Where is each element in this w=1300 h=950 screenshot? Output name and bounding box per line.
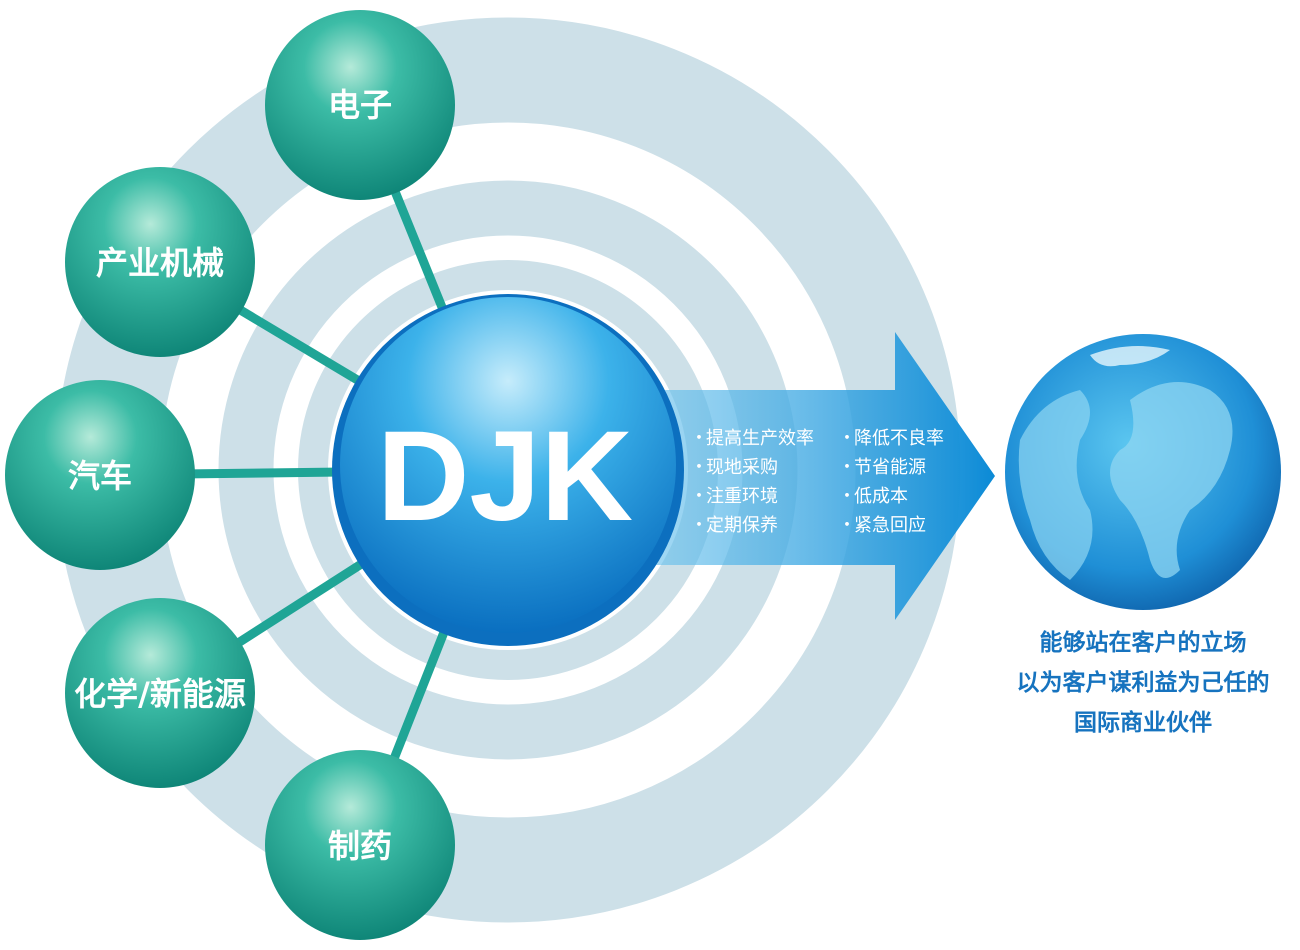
bullet: ・ xyxy=(690,428,708,449)
industry-electronics: 电子 xyxy=(265,10,455,200)
bullet: ・ xyxy=(838,515,856,536)
benefit: 节省能源 xyxy=(854,457,926,478)
globe-icon xyxy=(1005,334,1281,610)
industry-pharma: 制药 xyxy=(265,750,455,940)
bullet: ・ xyxy=(690,515,708,536)
benefit: 提高生产效率 xyxy=(706,428,814,449)
center-sphere: DJK xyxy=(332,294,684,646)
industry-label: 产业机械 xyxy=(96,244,224,282)
bullet: ・ xyxy=(690,457,708,478)
industry-automotive: 汽车 xyxy=(5,380,195,570)
bullet: ・ xyxy=(838,428,856,449)
industry-label: 化学/新能源 xyxy=(74,675,246,713)
industry-chemical: 化学/新能源 xyxy=(65,598,255,788)
industry-label: 汽车 xyxy=(68,457,132,495)
industry-machinery: 产业机械 xyxy=(65,167,255,357)
caption: 能够站在客户的立场 以为客户谋利益为己任的 国际商业伙伴 xyxy=(1017,629,1270,736)
caption-line: 能够站在客户的立场 xyxy=(1040,629,1247,656)
caption-line: 以为客户谋利益为己任的 xyxy=(1017,669,1270,696)
bullet: ・ xyxy=(838,486,856,507)
benefit: 紧急回应 xyxy=(854,515,926,536)
bullet: ・ xyxy=(838,457,856,478)
industry-label: 制药 xyxy=(328,827,392,865)
benefit: 注重环境 xyxy=(706,486,778,507)
caption-line: 国际商业伙伴 xyxy=(1074,709,1212,736)
center-logo: DJK xyxy=(377,405,633,548)
arrow xyxy=(640,332,995,620)
industry-label: 电子 xyxy=(328,86,392,124)
benefit: 降低不良率 xyxy=(854,428,944,449)
benefit: 现地采购 xyxy=(706,457,778,478)
bullet: ・ xyxy=(690,486,708,507)
benefits-list: ・ 提高生产效率 ・ 现地采购 ・ 注重环境 ・ 定期保养 ・ 降低不良率 ・ … xyxy=(690,428,944,536)
benefit: 定期保养 xyxy=(706,515,778,536)
benefit: 低成本 xyxy=(854,486,908,507)
